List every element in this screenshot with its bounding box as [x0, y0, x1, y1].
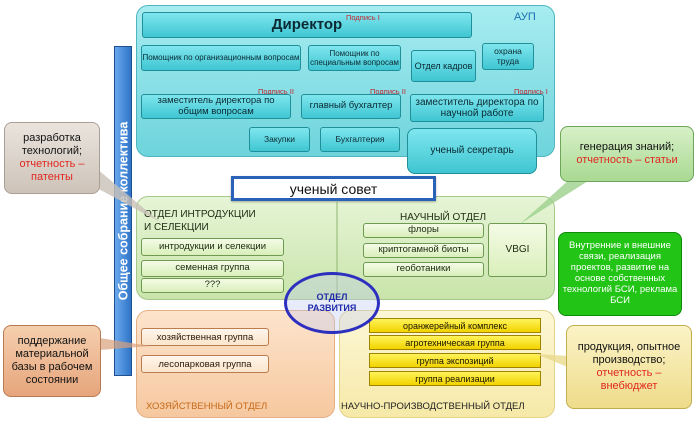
knowledge-callout-report: отчетность – статьи	[576, 154, 678, 166]
purchases-label: Закупки	[264, 133, 295, 144]
material-callout-text: поддержание материальной базы в рабочем …	[11, 334, 93, 387]
director-box[interactable]: Директор	[142, 12, 472, 38]
assistant-org-label: Помощник по организационным вопросам	[142, 53, 300, 63]
econ-item-forestpark[interactable]: лесопарковая группа	[141, 355, 269, 373]
chief-accountant-box[interactable]: главный бухгалтер	[301, 94, 401, 119]
tech-callout-pointer	[82, 168, 160, 222]
products-callout-pointer	[536, 354, 570, 368]
deputy-general-box[interactable]: заместитель директора по общим вопросам	[141, 94, 291, 119]
development-dept-label: ОТДЕЛ РАЗВИТИЯ	[307, 291, 357, 313]
safety-box[interactable]: охрана труда	[482, 43, 534, 70]
deputy-general-signature: Подпись II	[258, 87, 294, 96]
director-label: Директор	[271, 16, 343, 34]
prod-item-greenhouse-label: оранжерейный комплекс	[403, 320, 507, 331]
secretary-label: ученый секретарь	[430, 145, 514, 157]
research-divider	[336, 202, 338, 298]
tech-callout-report: отчетность – патенты	[19, 158, 85, 184]
prod-item-agrotech-label: агротехническая группа	[405, 337, 505, 348]
science-item-flora-label: флоры	[408, 224, 439, 236]
development-dept-ellipse[interactable]: ОТДЕЛ РАЗВИТИЯ	[284, 272, 380, 334]
econ-item-forestpark-label: лесопарковая группа	[158, 358, 252, 370]
aup-label: АУП	[514, 11, 536, 23]
chief-accountant-label: главный бухгалтер	[309, 100, 393, 112]
director-signature: Подпись I	[346, 13, 380, 22]
science-item-geobotany-label: геоботаники	[396, 263, 451, 275]
assistant-org-box[interactable]: Помощник по организационным вопросам	[141, 45, 301, 71]
intro-item-seed[interactable]: семенная группа	[141, 260, 284, 277]
knowledge-callout-pointer	[520, 170, 596, 224]
prod-item-agrotech[interactable]: агротехническая группа	[369, 335, 541, 350]
deputy-general-label: заместитель директора по общим вопросам	[157, 94, 275, 117]
deputy-science-box[interactable]: заместитель директора по научной работе	[410, 94, 544, 122]
material-callout: поддержание материальной базы в рабочем …	[3, 325, 101, 397]
links-callout-text: Внутренние и внешние связи, реализация п…	[562, 240, 678, 306]
general-assembly-bar: Общее собрание коллектива	[114, 46, 132, 376]
tech-callout: разработка технологий; отчетность – пате…	[4, 122, 100, 194]
products-callout-report: отчетность – внебюджет	[596, 367, 662, 393]
council-label: ученый совет	[289, 180, 378, 197]
council-box[interactable]: ученый совет	[231, 176, 436, 201]
purchases-box[interactable]: Закупки	[249, 127, 310, 152]
science-item-flora[interactable]: флоры	[363, 223, 484, 238]
products-callout-text: продукция, опытное производство;	[577, 340, 681, 366]
science-item-cryptogam[interactable]: криптогамной биоты	[363, 243, 484, 258]
intro-item-seed-label: семенная группа	[175, 262, 250, 274]
intro-item-unknown[interactable]: ???	[141, 278, 284, 293]
hr-box[interactable]: Отдел кадров	[411, 50, 476, 82]
science-dept-title: НАУЧНЫЙ ОТДЕЛ	[400, 212, 487, 223]
accounting-box[interactable]: Бухгалтерия	[320, 127, 400, 152]
secretary-box[interactable]: ученый секретарь	[407, 128, 537, 174]
econ-item-household-label: хозяйственная группа	[156, 331, 254, 343]
safety-label: охрана труда	[494, 45, 522, 66]
deputy-science-signature: Подпись I	[514, 87, 548, 96]
chief-accountant-signature: Подпись II	[370, 87, 406, 96]
prod-item-sales[interactable]: группа реализации	[369, 371, 541, 386]
intro-dept-title: ОТДЕЛ ИНТРОДУКЦИИ И СЕЛЕКЦИИ	[144, 209, 256, 233]
science-item-geobotany[interactable]: геоботаники	[363, 262, 484, 277]
hr-label: Отдел кадров	[414, 60, 473, 71]
prod-item-exposition[interactable]: группа экспозиций	[369, 353, 541, 368]
accounting-label: Бухгалтерия	[335, 133, 385, 144]
prod-item-greenhouse[interactable]: оранжерейный комплекс	[369, 318, 541, 333]
prod-item-sales-label: группа реализации	[415, 373, 495, 384]
vbgi-box[interactable]: VBGI	[488, 223, 547, 277]
material-callout-pointer	[100, 338, 150, 350]
econ-dept-title: ХОЗЯЙСТВЕННЫЙ ОТДЕЛ	[146, 401, 268, 412]
assistant-special-box[interactable]: Помощник по специальным вопросам	[308, 45, 401, 71]
intro-item-introduction-label: интродукции и селекции	[158, 240, 267, 252]
science-item-cryptogam-label: криптогамной биоты	[378, 244, 469, 256]
vbgi-label: VBGI	[505, 244, 530, 256]
assistant-special-label: Помощник по специальным вопросам	[310, 48, 399, 67]
prod-dept-title: НАУЧНО-ПРОИЗВОДСТВЕННЫЙ ОТДЕЛ	[341, 401, 525, 412]
deputy-science-label: заместитель директора по научной работе	[415, 96, 539, 120]
knowledge-callout: генерация знаний; отчетность – статьи	[560, 126, 694, 182]
knowledge-callout-text: генерация знаний;	[579, 140, 675, 153]
intro-item-unknown-label: ???	[204, 279, 221, 291]
prod-item-exposition-label: группа экспозиций	[416, 355, 494, 366]
econ-item-household[interactable]: хозяйственная группа	[141, 328, 269, 346]
intro-item-introduction[interactable]: интродукции и селекции	[141, 238, 284, 256]
tech-callout-text: разработка технологий;	[21, 131, 83, 157]
products-callout: продукция, опытное производство; отчетно…	[566, 325, 692, 409]
links-callout: Внутренние и внешние связи, реализация п…	[558, 232, 682, 316]
